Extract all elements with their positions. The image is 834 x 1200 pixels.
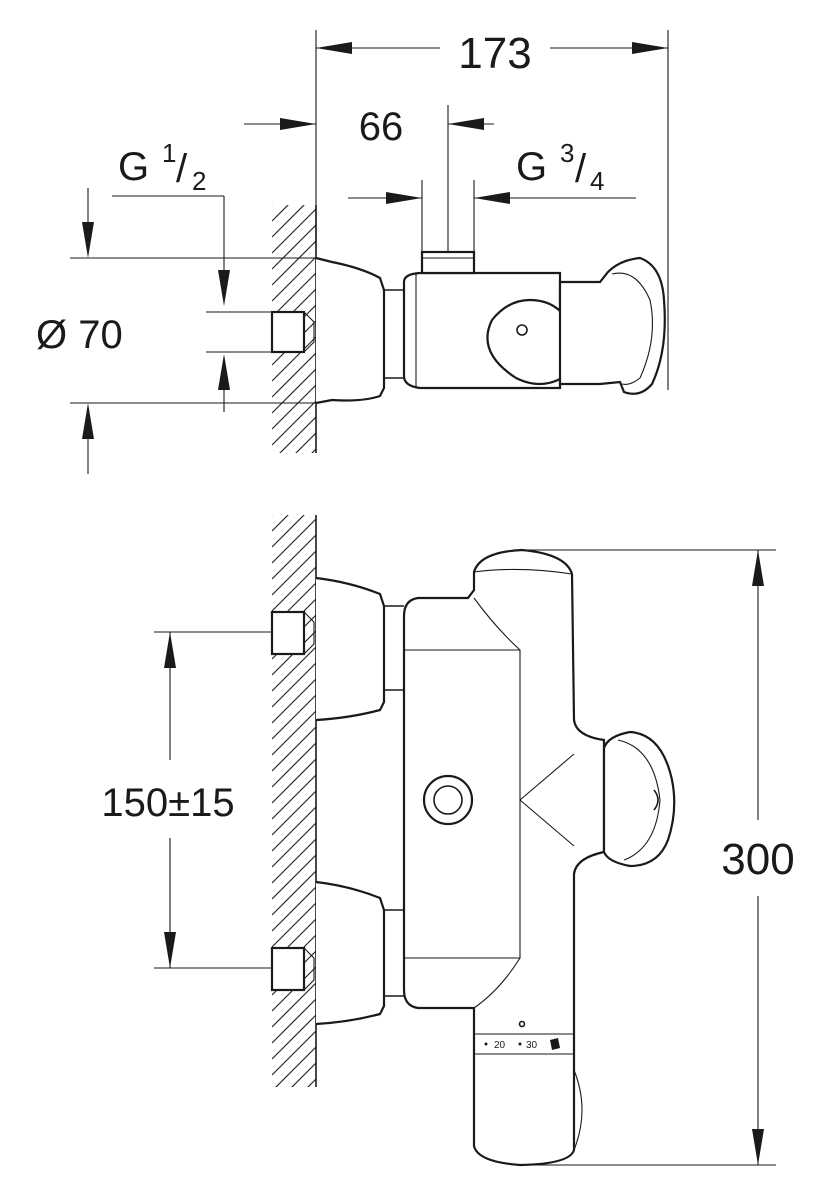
inlet-thread-dimension: G 1 / 2	[112, 138, 272, 412]
outlet-thread-slash: /	[575, 147, 587, 191]
diverter-knob-front	[602, 730, 676, 868]
inlet-thread-slash: /	[176, 147, 188, 191]
hatch-line	[272, 205, 273, 206]
dimension-66: 66	[244, 105, 494, 252]
hatch-line	[272, 205, 305, 238]
hatch-line	[272, 822, 316, 868]
hatch-line	[272, 145, 316, 189]
hatch-line	[272, 518, 316, 564]
hatch-line	[272, 384, 316, 430]
hatch-line	[311, 448, 316, 453]
temperature-scale: 20 30	[474, 1020, 574, 1055]
hatch-line	[272, 870, 316, 916]
hatch-line	[275, 1046, 316, 1087]
upper-escutcheon	[315, 576, 386, 722]
inlet-thread-num: 1	[162, 138, 176, 168]
hatch-line	[272, 566, 316, 612]
hatch-line	[272, 1111, 316, 1155]
inlet-spacing-label: 150±15	[101, 781, 234, 825]
hatch-line	[272, 886, 316, 932]
inlet-thread-g: G	[118, 145, 149, 189]
upper-inlet-connector	[270, 610, 315, 656]
inlet-connector	[270, 310, 315, 354]
hatch-line	[272, 352, 316, 398]
lower-escutcheon	[315, 880, 386, 1026]
hatch-line	[272, 208, 316, 254]
outlet-thread-den: 4	[590, 166, 604, 196]
hatch-line	[307, 1078, 316, 1087]
hatch-line	[272, 854, 316, 900]
hatch-line	[272, 982, 316, 1028]
hatch-line	[272, 515, 289, 532]
hatch-line	[279, 416, 316, 453]
overall-height-label: 300	[721, 835, 794, 884]
dimension-173: 173	[315, 29, 669, 390]
temp-low-label: 20	[494, 1040, 506, 1051]
outlet-connector	[420, 250, 476, 275]
outlet-thread-num: 3	[560, 138, 574, 168]
hatch-line	[272, 224, 316, 270]
hatch-line	[272, 534, 316, 580]
hatch-line	[272, 694, 316, 740]
hatch-line	[272, 646, 316, 692]
hatch-line	[272, 758, 316, 804]
hatch-line	[272, 400, 316, 446]
hatch-line	[272, 678, 316, 724]
wall-hatch-top	[272, 145, 317, 541]
hatch-line	[272, 465, 316, 509]
hatch-line	[272, 1014, 316, 1060]
dimension-overall-height: 300	[526, 549, 795, 1166]
hatch-line	[272, 726, 316, 772]
hatch-line	[272, 1095, 316, 1139]
hatch-line	[272, 806, 316, 852]
hatch-line	[272, 368, 316, 414]
hatch-line	[272, 550, 316, 596]
hatch-line	[272, 790, 316, 836]
inlet-thread-den: 2	[192, 166, 206, 196]
hatch-line	[272, 902, 316, 948]
side-view: 173 66 G 3 / 4	[36, 29, 669, 541]
outlet-offset-label: 66	[359, 105, 404, 149]
hatch-line	[272, 205, 289, 222]
outlet-thread-g: G	[516, 145, 547, 189]
hatch-line	[272, 710, 316, 756]
temperature-handle-side	[558, 256, 666, 395]
hatch-line	[272, 515, 273, 516]
dimension-inlet-spacing: 150±15	[101, 631, 272, 969]
lower-inlet-connector	[270, 946, 315, 992]
hatch-line	[272, 481, 316, 525]
mixer-body-front	[402, 548, 606, 1167]
escutcheon	[315, 256, 386, 405]
outlet-thread-dimension: G 3 / 4	[348, 138, 636, 252]
hatch-line	[272, 662, 316, 708]
hatch-line	[272, 1127, 316, 1171]
hatch-line	[272, 742, 316, 788]
hatch-line	[295, 432, 316, 453]
hatch-line	[272, 998, 316, 1044]
hatch-line	[272, 515, 305, 548]
hatch-line	[272, 838, 316, 884]
temp-high-label: 30	[526, 1040, 538, 1051]
overall-depth-label: 173	[458, 29, 531, 78]
dimension-diameter: Ø 70	[36, 188, 316, 474]
hatch-line	[272, 774, 316, 820]
hatch-line	[272, 1143, 316, 1187]
diameter-label: Ø 70	[36, 313, 123, 357]
hatch-line	[272, 455, 316, 499]
hatch-line	[272, 256, 316, 302]
wall-hatch-bottom	[272, 455, 317, 1187]
hatch-line	[272, 240, 316, 286]
hatch-line	[272, 272, 316, 318]
hatch-line	[272, 497, 316, 541]
hatch-line	[291, 1062, 316, 1087]
stop-button-front	[422, 774, 474, 826]
front-view: 20 30 150±15 300	[101, 455, 795, 1187]
hatch-line	[272, 336, 316, 382]
hatch-line	[272, 1030, 316, 1076]
